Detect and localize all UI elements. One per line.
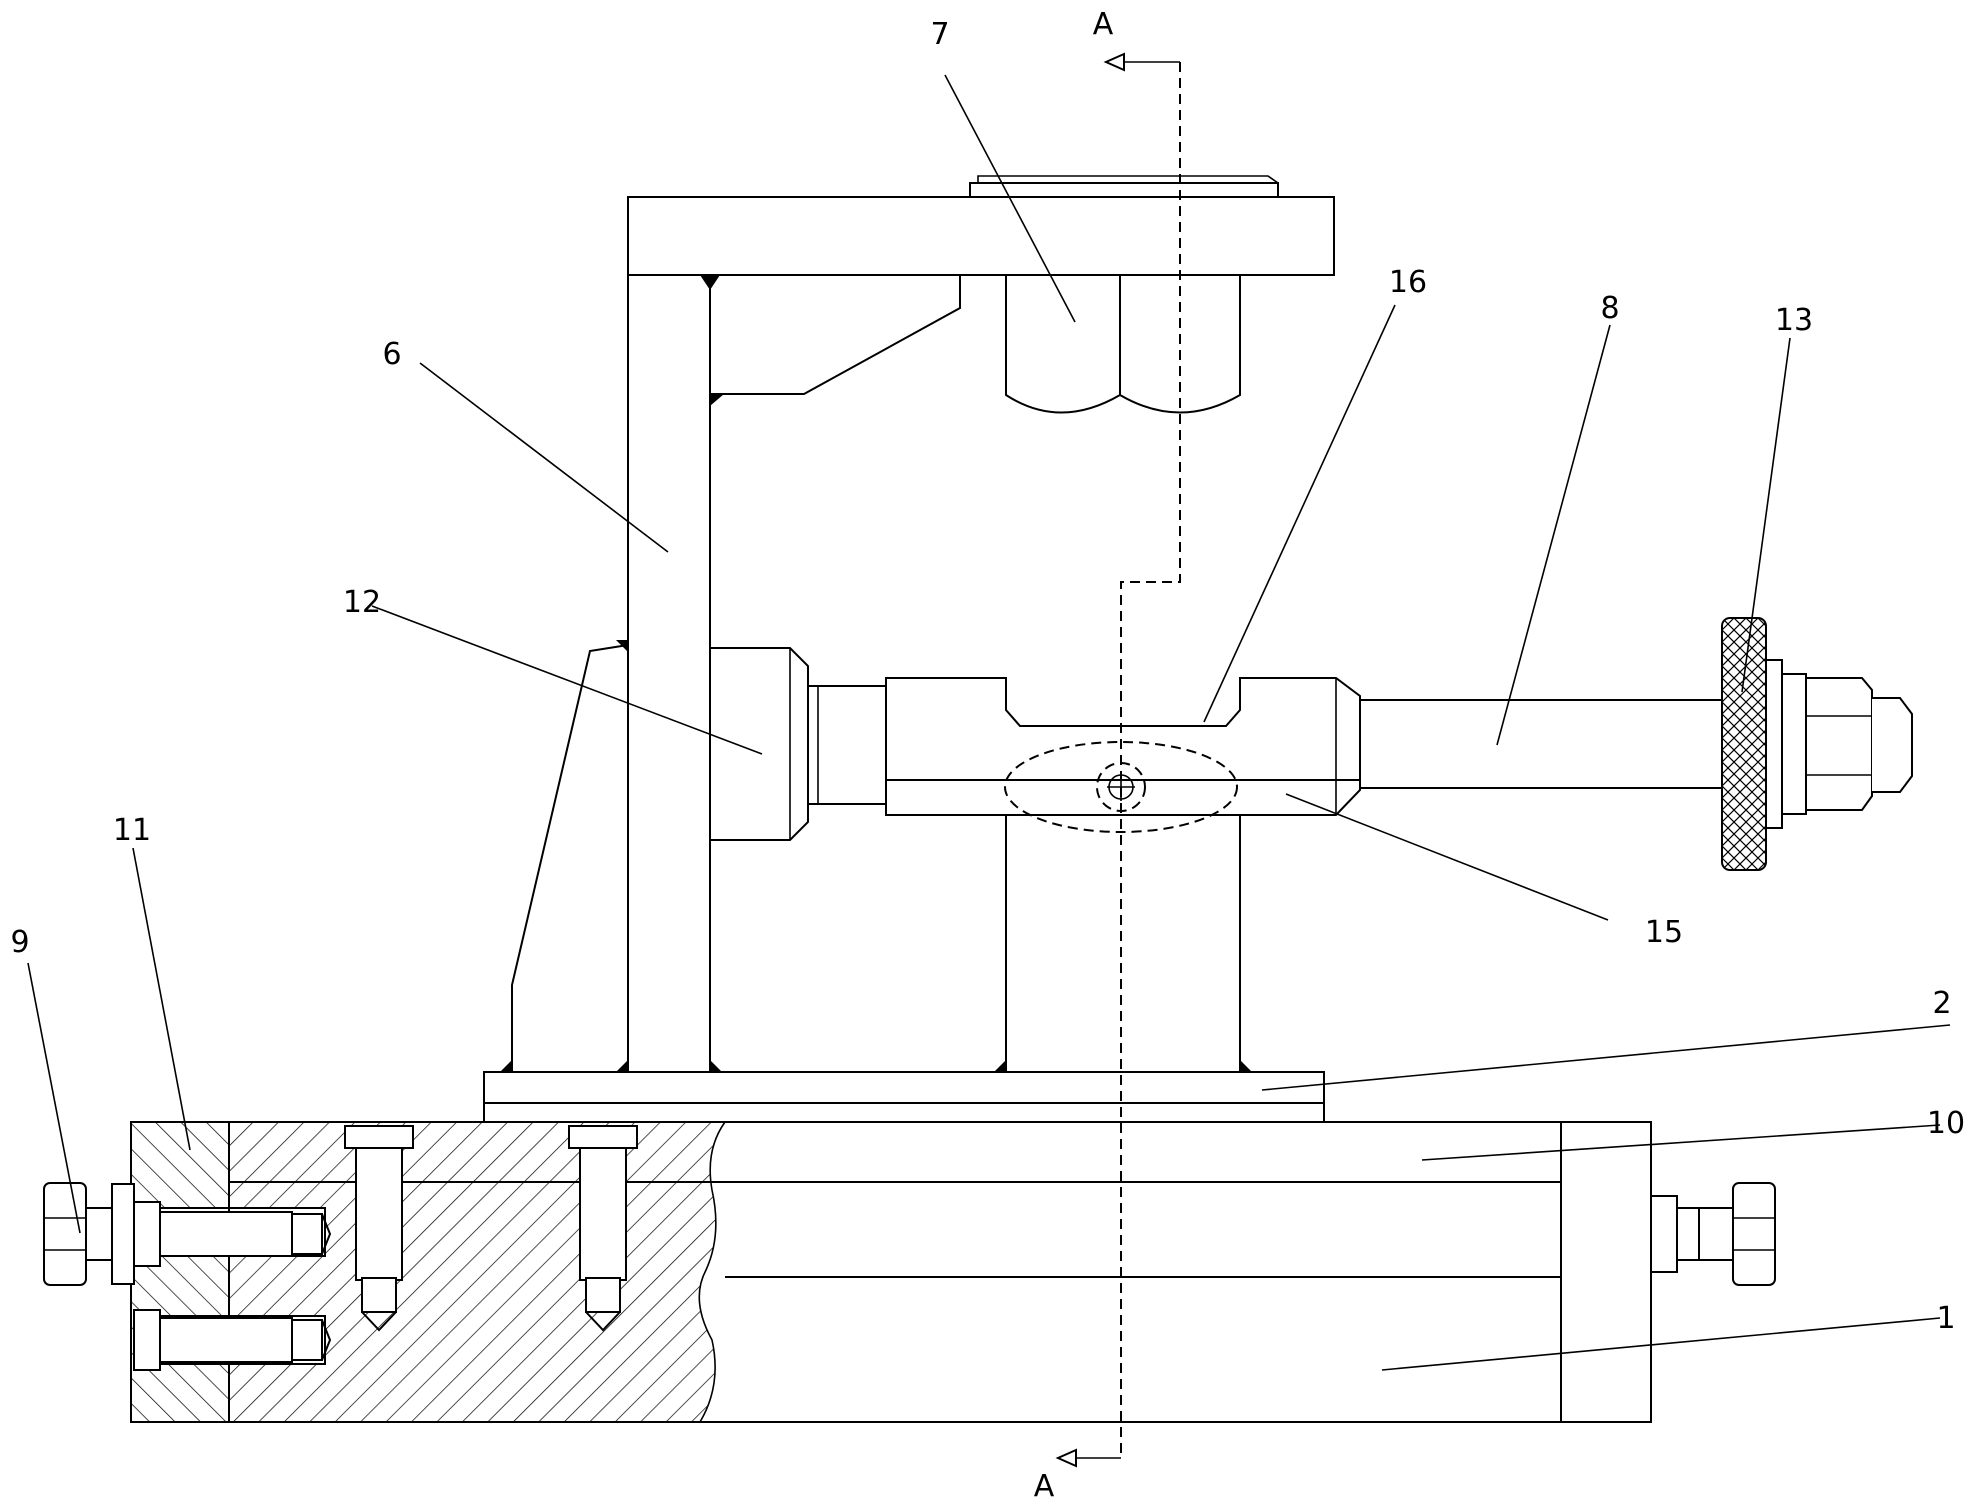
part-label-12: 12 [343,585,381,620]
part-label-10: 10 [1927,1106,1965,1141]
side-bolt-lower [133,1309,332,1371]
bushing [709,647,887,841]
top-bolt-left [344,1125,414,1332]
part-label-6: 6 [382,337,401,372]
part-label-9: 9 [10,925,29,960]
section-line [1055,52,1181,1468]
side-bolt-right [1650,1182,1776,1286]
weld-marks [500,275,1252,1072]
top-bolt-right [568,1125,638,1332]
part-label-2: 2 [1932,986,1951,1021]
section-label-bottom: A [1034,1469,1055,1504]
part-label-7: 7 [930,17,949,52]
screw-rod [1359,699,1723,789]
part-label-16: 16 [1389,265,1427,300]
leader-lines [27,74,1951,1371]
part-label-8: 8 [1600,291,1619,326]
part-label-1: 1 [1936,1301,1955,1336]
part-label-13: 13 [1775,303,1813,338]
part-label-11: 11 [113,813,151,848]
hanging-blocks [1005,275,1241,414]
support-legs [1005,815,1241,1072]
column-frame [511,175,1335,1073]
bottom-plate [483,1071,1325,1123]
part-label-15: 15 [1645,915,1683,950]
section-label-top: A [1093,7,1114,42]
clamp-body [885,677,1361,833]
knurled-knob [1721,617,1913,871]
